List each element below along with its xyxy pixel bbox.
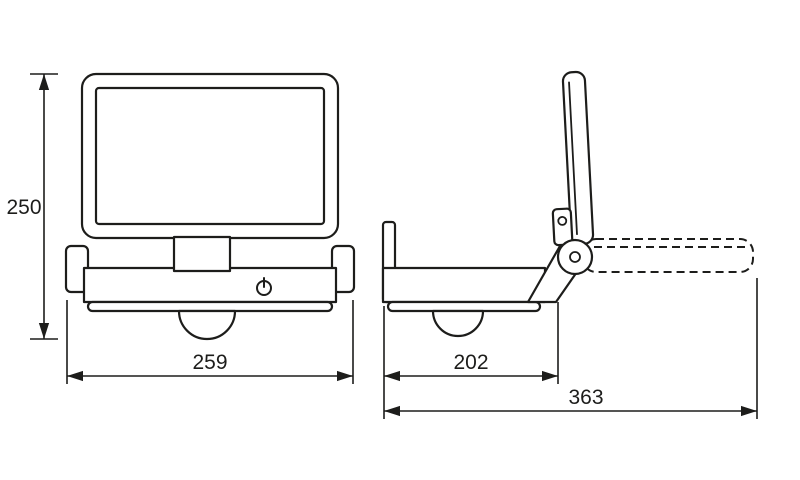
dim-total-reach: 363: [384, 278, 758, 419]
dim-width-label: 259: [192, 351, 227, 374]
dim-depth: 202: [383, 302, 559, 419]
dim-total-label: 363: [568, 386, 603, 409]
dim-height-label: 250: [6, 196, 41, 219]
dim-height: 250: [6, 73, 58, 340]
side-lamp-head: [551, 70, 595, 247]
front-view: [64, 72, 356, 341]
side-sensor-dome: [431, 309, 485, 338]
front-led-panel: [94, 86, 326, 226]
front-junction-box: [172, 235, 232, 273]
power-icon: [256, 277, 272, 296]
side-pivot-joint: [556, 238, 594, 276]
front-base-housing: [82, 266, 338, 304]
clamp-screw-icon: [557, 216, 568, 226]
dimensions: 250 259 202 363: [6, 73, 758, 419]
dim-depth-label: 202: [453, 351, 488, 374]
front-sensor-dome: [177, 309, 237, 341]
front-base-plate: [86, 300, 334, 313]
dim-width: 259: [66, 300, 354, 384]
side-base-plate: [386, 300, 542, 313]
side-base-housing: [381, 266, 547, 304]
side-head-swivel-dashed: [582, 238, 754, 273]
side-view: [381, 70, 754, 338]
